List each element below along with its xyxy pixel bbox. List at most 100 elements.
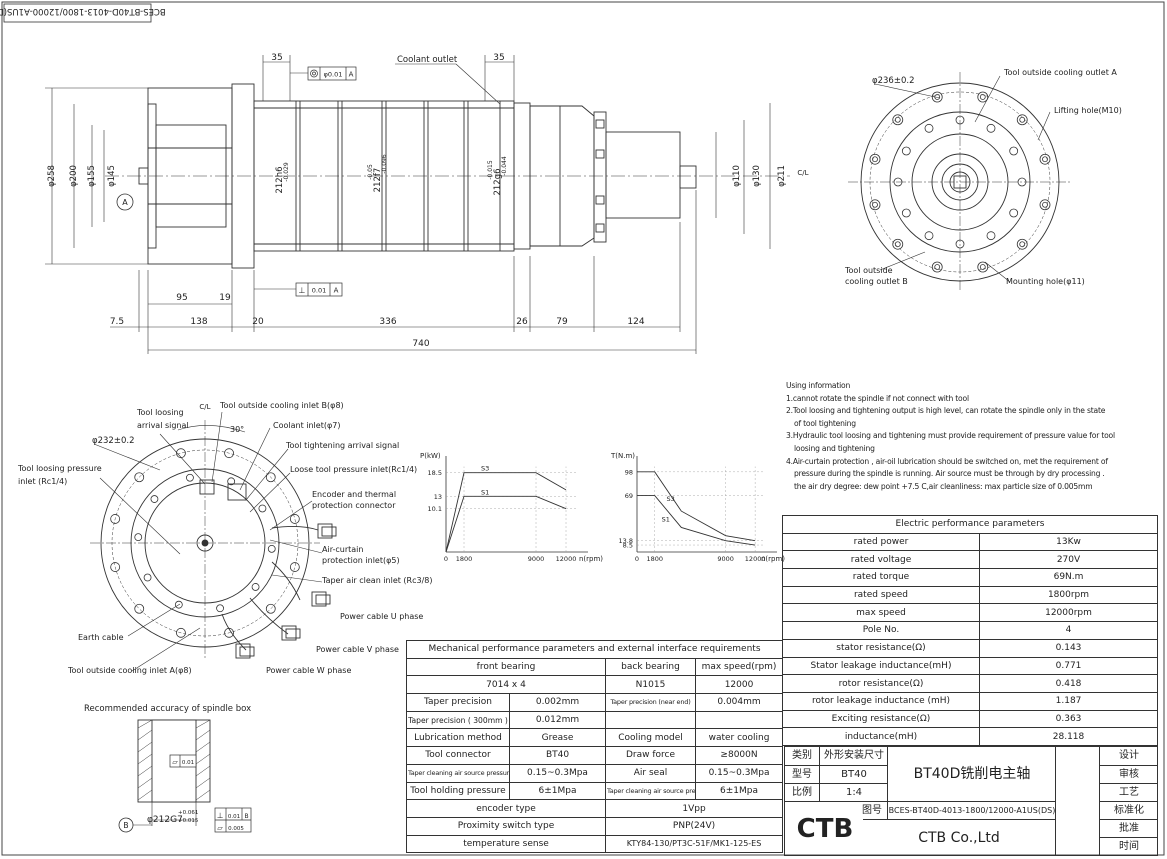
label-loosing-arrival-2: arrival signal (137, 421, 189, 430)
mech-cell: Taper cleaning air source pressure (605, 781, 696, 801)
table-row: Exciting resistance(Ω)0.363 (782, 709, 1159, 729)
notes-item: pressure during the spindle is running. … (794, 469, 1105, 479)
mech-table-title: Mechanical performance parameters and ex… (405, 640, 784, 659)
mounting-hole (869, 153, 881, 165)
coolant-outlet-label: Coolant outlet (397, 55, 458, 65)
rear-bolt-circle: φ232±0.2 (92, 436, 134, 446)
tb-cell: 类别 (792, 750, 812, 761)
datum-b-label: B (123, 821, 128, 830)
company-name: CTB Co.,Ltd (863, 819, 1055, 856)
box-fit-label: φ212G7 (147, 815, 183, 825)
chart-series-label: S1 (481, 488, 489, 496)
rear-port-hole (227, 477, 236, 486)
ctb-logo: CTB (785, 801, 865, 856)
rear-bolt-hole (265, 472, 276, 483)
chart-series-line (637, 471, 756, 542)
flatness-value: 0.01 (182, 760, 194, 766)
dim-124: 124 (627, 317, 644, 327)
mech-cell: Air seal (605, 763, 696, 783)
box-perp-datum: B (244, 813, 248, 820)
mounting-hole (977, 261, 989, 273)
mech-cell: 0.15~0.3Mpa (694, 763, 784, 783)
mounting-hole-inner (1019, 116, 1026, 123)
electric-parameters-table: Electric performance parameters rated po… (781, 515, 1159, 746)
mech-header: back bearing (605, 657, 696, 677)
inner-hole (1017, 177, 1027, 187)
perp-datum: A (334, 287, 339, 295)
tb-sign-process: 工艺 (1099, 783, 1158, 802)
chart-y-tick: 8.5 (623, 542, 633, 550)
mech-cell: 0.15~0.3Mpa (509, 763, 606, 783)
tb-cell: 比例 (785, 783, 819, 802)
notes-item: 4.Air-curtain protection , air-oil lubri… (786, 456, 1108, 466)
mech-cell: Proximity switch type (406, 816, 606, 836)
mounting-hole-inner (1019, 241, 1026, 248)
dia-130: φ130 (752, 165, 762, 187)
using-information-notes: Using information 1.cannot rotate the sp… (786, 380, 1156, 493)
rear-port-hole (267, 544, 276, 553)
dia-145: φ145 (107, 165, 117, 187)
mech-cell: temperature sense (406, 834, 606, 854)
chart-y-tick: 69 (625, 492, 633, 500)
mounting-hole (1039, 153, 1051, 165)
chart-series-label: S3 (667, 495, 675, 503)
mounting-hole (892, 238, 904, 250)
inner-hole (955, 115, 965, 125)
param-value: 0.143 (978, 638, 1159, 658)
mounting-hole (1039, 199, 1051, 211)
mounting-hole (869, 199, 881, 211)
label-loosing-pressure-1: Tool loosing pressure (17, 464, 102, 473)
label-loose-tool-pressure: Loose tool pressure inlet(Rc1/4) (290, 465, 417, 474)
table-row: stator resistance(Ω)0.143 (782, 638, 1159, 658)
concentricity-datum: A (349, 71, 354, 79)
chart-x-tick: 0 (444, 555, 448, 563)
table-row: Pole No.4 (782, 621, 1159, 640)
param-value: 1.187 (978, 691, 1159, 711)
box-parallel-value: 0.005 (228, 826, 244, 832)
dim-336: 336 (379, 317, 396, 327)
inner-hole (955, 239, 965, 249)
param-value: 1800rpm (978, 585, 1159, 605)
chart-x-tick: 1800 (646, 555, 663, 563)
tol-f7-lower: -0.096 (381, 154, 388, 174)
param-name: rated speed (782, 585, 980, 605)
mounting-hole-inner (1042, 156, 1048, 163)
chart-x-tick: 9000 (528, 555, 545, 563)
inner-hole (1009, 208, 1019, 218)
mech-cell: Tool holding pressure (406, 781, 510, 801)
datum-a-bubble (116, 193, 134, 211)
notes-item: loosing and tightening (794, 443, 875, 453)
dia-200: φ200 (69, 165, 79, 187)
torque-chart-ylabel: T(N.m) (610, 452, 635, 460)
rear-cl-label: C/L (199, 403, 210, 411)
mech-cell: Lubrication method (406, 728, 510, 748)
notes-item: 3.Hydraulic tool loosing and tightening … (786, 431, 1115, 441)
mounting-hole (892, 114, 904, 126)
chart-series-line (637, 495, 756, 546)
mech-cell-empty (605, 710, 696, 730)
notes-item: of tool tightening (794, 418, 856, 428)
rear-bolt-hole (110, 562, 121, 572)
box-fit-upper: +0.061 (178, 810, 198, 816)
dim-19: 19 (219, 293, 231, 303)
rear-view-connectors (221, 523, 337, 659)
mech-cell: 6±1Mpa (509, 781, 606, 801)
inner-hole (924, 123, 934, 133)
param-name: rotor leakage inductance (mH) (782, 691, 980, 711)
dim-20: 20 (252, 317, 264, 327)
fit-212g6: 212g6 (493, 168, 503, 195)
param-name: Stator leakage inductance(mH) (782, 656, 980, 676)
chart-x-tick: 12000 (556, 555, 577, 563)
mounting-hole-label: Mounting hole(φ11) (1006, 277, 1085, 286)
mounting-hole (977, 91, 989, 103)
param-name: rated power (782, 532, 980, 552)
rear-port-hole (251, 583, 260, 591)
